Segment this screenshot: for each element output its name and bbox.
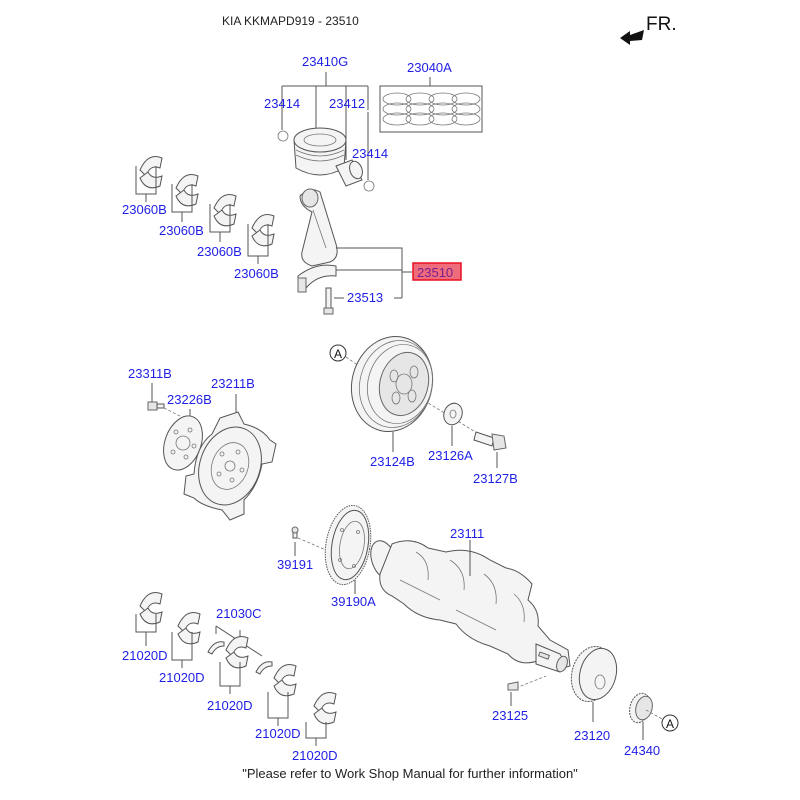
part-label-23414-right[interactable]: 23414 bbox=[352, 146, 388, 161]
main-bearing-part[interactable] bbox=[273, 664, 297, 697]
conrod-bearing-part[interactable] bbox=[139, 156, 163, 189]
part-label-23410G[interactable]: 23410G bbox=[302, 54, 348, 69]
conrod-bearings-group: 23060B 23060B 23060B 23060B bbox=[122, 156, 279, 281]
connecting-rod-part[interactable] bbox=[297, 188, 338, 293]
part-label-21030C[interactable]: 21030C bbox=[216, 606, 262, 621]
pin-part[interactable] bbox=[291, 526, 299, 539]
main-bearing-part[interactable] bbox=[225, 636, 249, 669]
thrust-washer-part[interactable] bbox=[207, 641, 225, 655]
diagram-title: KIA KKMAPD919 - 23510 bbox=[222, 14, 359, 28]
conrod-bearing-part[interactable] bbox=[175, 174, 199, 207]
part-label-39190A[interactable]: 39190A bbox=[331, 594, 376, 609]
leader-21020D-1 bbox=[135, 614, 157, 646]
highlight-box-23510 bbox=[412, 262, 462, 281]
flexplate-bolt-part[interactable] bbox=[147, 401, 165, 411]
key-part[interactable] bbox=[507, 681, 519, 691]
part-label-23226B[interactable]: 23226B bbox=[167, 392, 212, 407]
front-label: FR. bbox=[646, 14, 677, 35]
crankshaft-part[interactable] bbox=[366, 537, 571, 673]
damper-pulley-part[interactable] bbox=[341, 327, 443, 440]
connecting-rod-group: 23510 23513 bbox=[297, 188, 462, 315]
part-label-21020D-5[interactable]: 21020D bbox=[292, 748, 338, 763]
centerline bbox=[645, 709, 665, 721]
main-bearing-part[interactable] bbox=[313, 692, 337, 725]
washer-part[interactable] bbox=[441, 401, 465, 428]
leader-23060B-3 bbox=[209, 204, 231, 242]
main-bearing-part[interactable] bbox=[139, 592, 163, 625]
leader-23060B-2 bbox=[171, 184, 193, 222]
adapter-plate-part[interactable] bbox=[157, 411, 210, 476]
part-label-23412[interactable]: 23412 bbox=[329, 96, 365, 111]
reference-marker-a-text: A bbox=[334, 347, 342, 361]
centerline bbox=[515, 675, 547, 689]
leader-21020D-5 bbox=[305, 722, 327, 746]
front-arrow-icon bbox=[620, 30, 644, 45]
part-label-21020D-2[interactable]: 21020D bbox=[159, 670, 205, 685]
conrod-bearing-part[interactable] bbox=[213, 194, 237, 227]
pulley-bolt-part[interactable] bbox=[473, 431, 507, 451]
conrod-bearing-part[interactable] bbox=[251, 214, 275, 247]
leader-23510 bbox=[336, 247, 412, 298]
part-label-23125[interactable]: 23125 bbox=[492, 708, 528, 723]
part-label-23040A[interactable]: 23040A bbox=[407, 60, 452, 75]
part-label-23513[interactable]: 23513 bbox=[347, 290, 383, 305]
piston-group: 23410G 23414 23412 23414 23040A bbox=[264, 54, 483, 192]
part-label-23060B-2[interactable]: 23060B bbox=[159, 223, 204, 238]
part-label-23127B[interactable]: 23127B bbox=[473, 471, 518, 486]
reference-marker-a-2[interactable] bbox=[661, 714, 679, 732]
part-label-21020D-4[interactable]: 21020D bbox=[255, 726, 301, 741]
part-label-23311B[interactable]: 23311B bbox=[128, 366, 172, 381]
piston-rings-part[interactable] bbox=[382, 92, 481, 126]
centerline bbox=[297, 537, 327, 551]
flexplate-part[interactable] bbox=[183, 411, 277, 521]
leader-23060B-1 bbox=[135, 166, 157, 202]
footer-note: "Please refer to Work Shop Manual for fu… bbox=[242, 766, 578, 781]
ring-set-box bbox=[379, 85, 483, 133]
part-label-39191[interactable]: 39191 bbox=[277, 557, 313, 572]
part-label-23111[interactable]: 23111 bbox=[450, 526, 484, 541]
ring-gear-part[interactable] bbox=[319, 502, 376, 588]
part-label-24340[interactable]: 24340 bbox=[624, 743, 660, 758]
damper-pulley-group: A 23124B 23126A 23127B bbox=[329, 327, 518, 486]
piston-pin-part[interactable] bbox=[335, 159, 365, 187]
part-label-23060B-3[interactable]: 23060B bbox=[197, 244, 242, 259]
part-label-23060B-1[interactable]: 23060B bbox=[122, 202, 167, 217]
conrod-bolt-part[interactable] bbox=[323, 287, 334, 315]
leader-21020D-2 bbox=[171, 632, 193, 668]
leader-21020D-3 bbox=[219, 662, 241, 694]
part-label-23124B[interactable]: 23124B bbox=[370, 454, 415, 469]
snap-ring-right-part[interactable] bbox=[363, 180, 375, 192]
leader-23410G bbox=[281, 72, 369, 128]
part-label-21020D-1[interactable]: 21020D bbox=[122, 648, 168, 663]
crank-sprocket-part[interactable] bbox=[565, 642, 622, 706]
piston-part[interactable] bbox=[293, 127, 347, 176]
part-label-23414-left[interactable]: 23414 bbox=[264, 96, 300, 111]
reference-marker-a[interactable] bbox=[329, 344, 347, 362]
part-label-23211B[interactable]: 23211B bbox=[211, 376, 255, 391]
crankshaft-group: 39191 39190A 23111 23125 bbox=[277, 502, 679, 758]
part-label-23120[interactable]: 23120 bbox=[574, 728, 610, 743]
part-label-23060B-4[interactable]: 23060B bbox=[234, 266, 279, 281]
oil-pump-sprocket-part[interactable] bbox=[626, 691, 654, 725]
part-label-21020D-3[interactable]: 21020D bbox=[207, 698, 253, 713]
thrust-washer-part[interactable] bbox=[255, 661, 273, 675]
front-direction-indicator: FR. bbox=[620, 12, 690, 52]
part-label-23126A[interactable]: 23126A bbox=[428, 448, 473, 463]
main-bearing-part[interactable] bbox=[177, 612, 201, 645]
flexplate-group: 23311B 23226B 23211B bbox=[128, 366, 277, 521]
leader-23060B-4 bbox=[247, 224, 269, 264]
reference-marker-a-2-text: A bbox=[666, 717, 674, 731]
main-bearings-group: 21020D 21020D 21030C 21020D 21020D 21020… bbox=[122, 592, 338, 763]
leader-piston-parts bbox=[281, 112, 369, 180]
snap-ring-left-part[interactable] bbox=[277, 130, 289, 142]
part-label-23510[interactable]: 23510 bbox=[417, 265, 453, 280]
leader-21020D-4 bbox=[267, 692, 289, 726]
